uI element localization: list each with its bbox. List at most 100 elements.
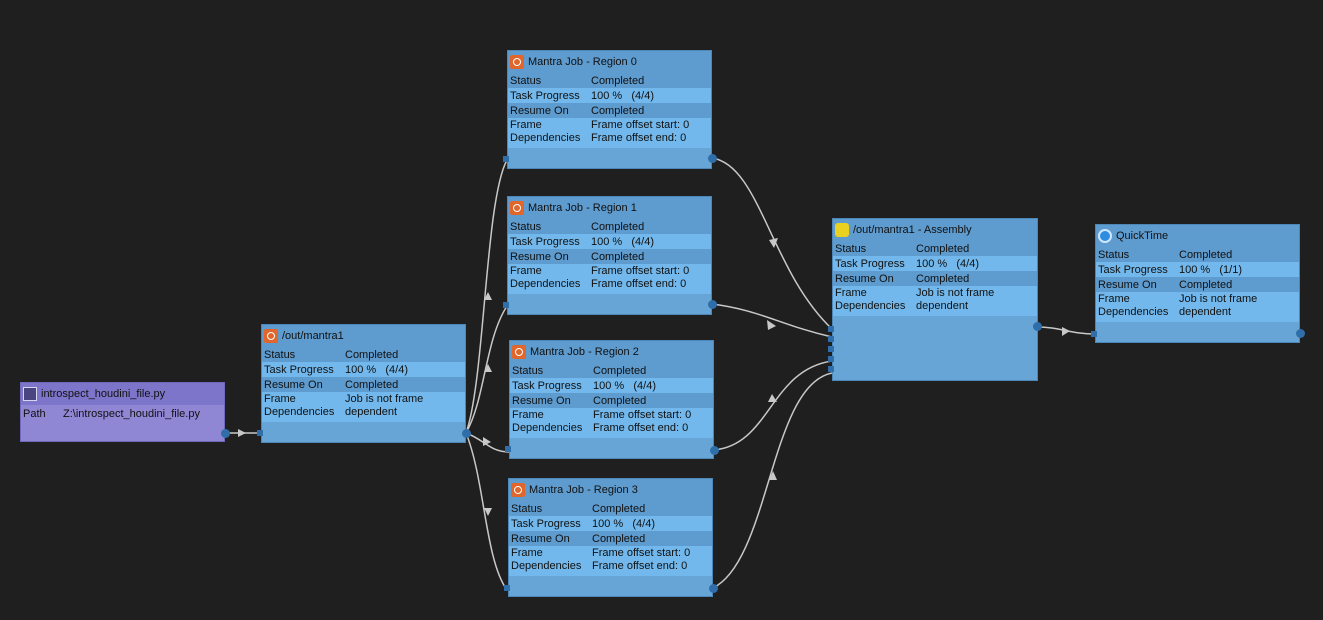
output-port[interactable] [708,154,717,163]
input-port[interactable] [828,356,834,362]
resume-value: Completed [591,250,645,263]
status-value: Completed [1179,248,1233,261]
progress-value: 100 % (4/4) [593,379,656,392]
frame-value: Job is not frame dependent [916,287,995,312]
output-port[interactable] [221,429,230,438]
progress-label: Task Progress [510,89,580,102]
output-port[interactable] [1033,322,1042,331]
arrowhead [769,471,777,480]
frame-label: Frame Dependencies [264,393,335,418]
progress-row: Task Progress 100 % (4/4) [508,88,711,103]
arrowhead [769,238,778,248]
arrowhead [484,364,492,372]
status-label: Status [264,348,296,361]
output-port[interactable] [709,584,718,593]
arrowhead [767,320,776,330]
resume-value: Completed [345,378,399,391]
node-introspect-script[interactable]: introspect_houdini_file.py Path Z:\intro… [20,382,225,442]
node-title: Mantra Job - Region 0 [528,56,637,68]
resume-value: Completed [593,394,647,407]
path-label: Path [23,408,46,420]
frame-value: Frame offset start: 0 Frame offset end: … [593,409,692,434]
arrowhead [484,508,492,516]
node-title: QuickTime [1116,230,1169,242]
input-port[interactable] [505,446,511,452]
frame-label: Frame Dependencies [510,265,581,290]
input-port[interactable] [828,336,834,342]
status-value: Completed [592,502,646,515]
node-title: /out/mantra1 - Assembly [853,224,972,236]
resume-label: Resume On [510,250,569,263]
progress-value: 100 % (4/4) [591,89,654,102]
resume-value: Completed [1179,278,1233,291]
input-port[interactable] [1091,331,1097,337]
input-port[interactable] [504,585,510,591]
path-row: Path Z:\introspect_houdini_file.py [21,405,224,423]
status-value: Completed [593,364,647,377]
progress-value: 100 % (4/4) [345,363,408,376]
status-label: Status [835,242,867,255]
edge-region0-to-assembly [711,157,833,330]
output-port[interactable] [710,446,719,455]
output-port[interactable] [462,429,471,438]
arrowhead [484,292,492,300]
progress-value: 100 % (1/1) [1179,263,1242,276]
output-port[interactable] [708,300,717,309]
frame-label: Frame Dependencies [835,287,906,312]
frame-row: Frame Dependencies Job is not frame depen… [833,286,1037,316]
houdini-icon [510,201,524,215]
edge-region1-to-assembly [711,303,833,338]
input-port[interactable] [503,302,509,308]
input-port[interactable] [828,346,834,352]
input-port[interactable] [828,326,834,332]
edge-region2-to-assembly [713,360,833,451]
quicktime-icon [1098,229,1112,243]
frame-value: Frame offset start: 0 Frame offset end: … [591,265,690,290]
path-value: Z:\introspect_houdini_file.py [63,408,200,420]
frame-value: Job is not frame dependent [345,393,424,418]
status-value: Completed [591,220,645,233]
resume-label: Resume On [511,532,570,545]
input-port[interactable] [828,366,834,372]
node-header: Mantra Job - Region 0 [508,51,711,73]
node-title: Mantra Job - Region 3 [529,484,638,496]
houdini-icon [511,483,525,497]
output-port[interactable] [1296,329,1305,338]
edge-mantra-to-region3 [465,432,508,591]
frame-label: Frame Dependencies [511,547,582,572]
arrowhead [768,394,777,402]
input-port[interactable] [257,430,263,436]
node-header: /out/mantra1 - Assembly [833,219,1037,241]
progress-label: Task Progress [511,517,581,530]
resume-value: Completed [916,272,970,285]
node-title: introspect_houdini_file.py [41,388,166,400]
status-value: Completed [591,74,645,87]
node-title: Mantra Job - Region 2 [530,346,639,358]
node-title: Mantra Job - Region 1 [528,202,637,214]
node-header: QuickTime [1096,225,1299,247]
input-port[interactable] [503,156,509,162]
